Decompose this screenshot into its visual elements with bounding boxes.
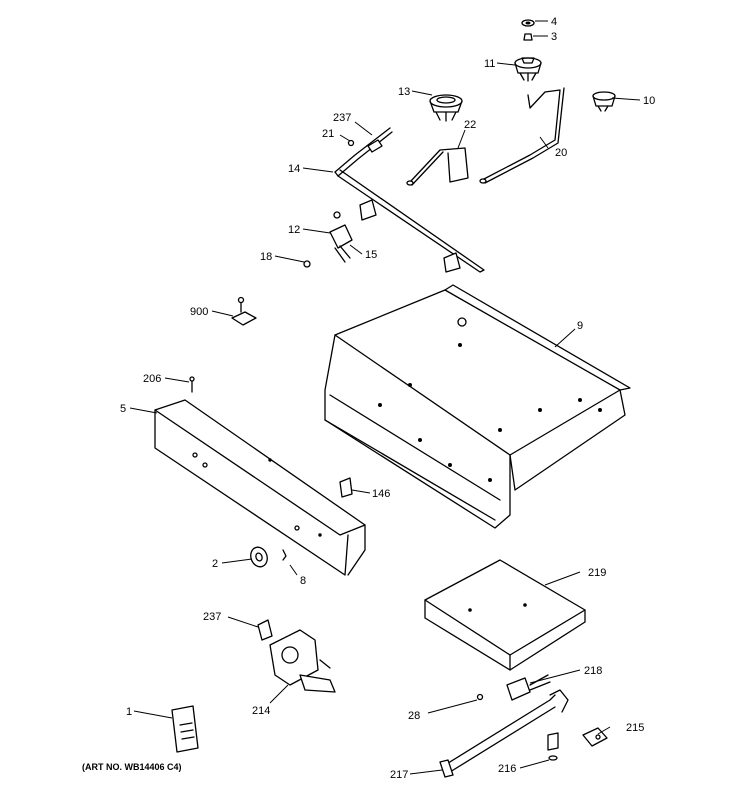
callout-214: 214 — [252, 705, 270, 717]
callout-labels: 4 3 11 13 10 237 21 22 20 14 12 15 18 90… — [120, 16, 655, 781]
callout-900: 900 — [190, 306, 208, 318]
oven-burner-part-217 — [439, 689, 569, 778]
burner-head-part-13 — [429, 94, 463, 122]
callout-28: 28 — [408, 710, 420, 722]
orifice-part-3 — [523, 33, 533, 41]
burner-head-part-10 — [592, 91, 616, 112]
callout-9: 9 — [577, 320, 583, 332]
callout-8: 8 — [300, 575, 306, 587]
callout-218: 218 — [584, 665, 602, 677]
callout-146: 146 — [372, 488, 390, 500]
callout-21: 21 — [322, 128, 334, 140]
callout-11: 11 — [484, 58, 495, 70]
burner-box-holes — [378, 343, 602, 482]
knob-part-2 — [250, 546, 268, 568]
callout-5: 5 — [120, 403, 126, 415]
art-number: (ART NO. WB14406 C4) — [82, 762, 182, 772]
clip-part-146 — [339, 477, 353, 498]
callout-215: 215 — [626, 722, 644, 734]
callout-3: 3 — [551, 31, 557, 43]
callout-217: 217 — [390, 769, 408, 781]
screw-part-206 — [189, 376, 195, 393]
fitting-part-237-top — [367, 139, 383, 153]
valve-assembly-part-214 — [269, 629, 336, 693]
igniter-part-218 — [506, 674, 551, 701]
callout-20: 20 — [555, 147, 567, 159]
callout-15: 15 — [365, 249, 377, 261]
nut-part-18 — [303, 260, 311, 268]
burner-head-part-11 — [514, 57, 542, 82]
valve-part-12 — [329, 211, 353, 263]
tube-part-22 — [406, 147, 469, 186]
callout-14: 14 — [288, 163, 300, 175]
callout-216: 216 — [498, 763, 516, 775]
tube-part-20 — [479, 87, 565, 184]
fitting-part-237-valve — [257, 619, 273, 641]
manifold-panel-part-5 — [154, 399, 366, 576]
callout-4: 4 — [551, 16, 557, 28]
callout-13: 13 — [398, 86, 410, 98]
callout-18: 18 — [260, 251, 272, 263]
leader-lines — [129, 20, 641, 775]
callout-22: 22 — [464, 119, 476, 131]
callout-2: 2 — [212, 558, 218, 570]
owners-manual-part-1 — [171, 705, 199, 753]
callout-237-top: 237 — [333, 112, 351, 124]
orifice-part-216 — [547, 732, 559, 761]
spring-part-8 — [282, 549, 287, 561]
callout-206: 206 — [143, 373, 161, 385]
callout-219: 219 — [588, 567, 606, 579]
oven-bottom-part-219 — [424, 559, 586, 671]
callout-1: 1 — [126, 706, 132, 718]
callout-10: 10 — [643, 95, 655, 107]
callout-237-valve: 237 — [203, 611, 221, 623]
callout-12: 12 — [288, 224, 300, 236]
cap-part-4 — [521, 19, 535, 27]
screw-part-28 — [476, 693, 484, 701]
screw-part-21 — [347, 139, 355, 147]
bracket-part-900 — [231, 296, 257, 326]
burner-box-part-9 — [324, 284, 631, 529]
manifold-pipe-part-14 — [334, 127, 485, 273]
